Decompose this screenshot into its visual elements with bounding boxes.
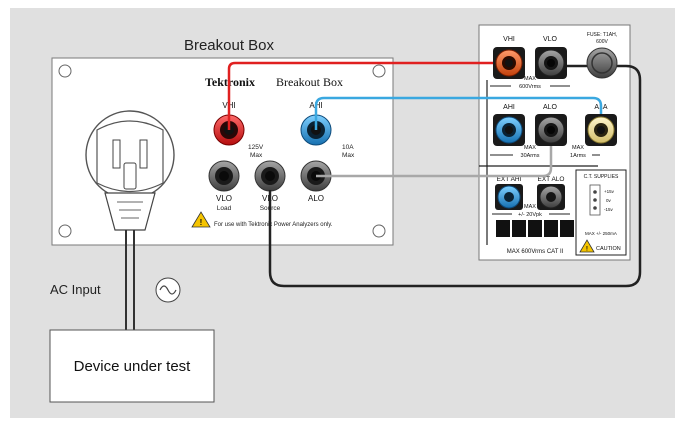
mounting-screw-icon	[372, 64, 386, 78]
analyzer-vlo-label: VLO	[543, 36, 558, 43]
ext-alo-label: EXT ALO	[538, 176, 565, 183]
ct-max-label: MAX +/- 250mA	[585, 231, 617, 236]
alo-label: ALO	[308, 194, 324, 203]
warning-icon	[191, 211, 211, 228]
ct-pin-zero-label: 0v	[606, 198, 612, 203]
vlo-load-sub-label: Load	[217, 205, 232, 212]
power-plug-icon	[104, 192, 156, 330]
ext-max-label: MAX	[524, 204, 536, 210]
blue-wire	[314, 96, 603, 130]
current-1a-value-label: 1Arms	[570, 153, 586, 159]
ext-max-value-label: +/- 20Vpk	[518, 212, 542, 218]
ct-supplies-box	[575, 169, 627, 256]
vlo-load-label: VLO	[216, 194, 232, 203]
ext-ahi-label: EXT AHI	[497, 176, 522, 183]
cat-rating-label: MAX 600Vrms CAT II	[507, 249, 564, 255]
ct-pin-minus-label: -15v	[604, 207, 614, 212]
device-under-test-label: Device under test	[74, 358, 192, 375]
ct-supplies-title: C.T. SUPPLIES	[584, 174, 619, 180]
panel-title: Breakout Box	[276, 75, 343, 89]
ct-pin-plus-label: +15v	[604, 189, 615, 194]
analyzer-ahi-jack[interactable]	[493, 114, 525, 146]
svg-text:!: !	[200, 218, 203, 227]
ac-sine-icon	[155, 277, 181, 303]
current-30a-max-label: MAX	[524, 145, 536, 151]
red-wire	[227, 61, 509, 130]
mounting-screw-icon	[58, 64, 72, 78]
vlo-source-jack[interactable]	[254, 160, 286, 192]
ext-ahi-jack[interactable]	[495, 184, 523, 210]
current-1a-max-label: MAX	[572, 145, 584, 151]
ext-alo-jack[interactable]	[537, 184, 565, 210]
vlo-load-jack[interactable]	[208, 160, 240, 192]
current-rating-max-label: Max	[342, 152, 355, 159]
fuse-label: FUSE: T1AH,	[587, 32, 617, 38]
terminal-block	[496, 220, 574, 237]
ac-input-label: AC Input	[50, 282, 101, 297]
analyzer-alo-jack[interactable]	[535, 114, 567, 146]
fuse-rating-label: 600V	[596, 39, 608, 45]
analyzer-a1a-jack[interactable]	[585, 114, 617, 146]
voltage-max-value-label: 600Vrms	[519, 84, 541, 90]
analyzer-vlo-jack[interactable]	[535, 47, 567, 79]
voltage-rating-label: 125V	[248, 144, 264, 151]
caution-label: CAUTION	[596, 246, 621, 252]
analyzer-ahi-label: AHI	[503, 104, 515, 111]
breakout-box-title: Breakout Box	[184, 37, 275, 54]
warning-text: For use with Tektronix Power Analyzers o…	[214, 222, 333, 228]
device-under-test-box	[49, 329, 215, 403]
current-30a-value-label: 30Arms	[521, 153, 540, 159]
analyzer-vhi-jack[interactable]	[493, 47, 525, 79]
svg-text:!: !	[586, 246, 588, 253]
gray-wire	[316, 130, 553, 178]
current-rating-label: 10A	[342, 144, 354, 151]
voltage-rating-max-label: Max	[250, 152, 263, 159]
mounting-screw-icon	[58, 224, 72, 238]
analyzer-vhi-label: VHI	[503, 36, 515, 43]
caution-icon	[579, 239, 595, 253]
voltage-max-label: MAX	[524, 76, 536, 82]
mounting-screw-icon	[372, 224, 386, 238]
black-wire	[268, 64, 642, 288]
fuse-holder[interactable]	[586, 47, 618, 79]
power-outlet-icon	[85, 110, 175, 200]
analyzer-alo-label: ALO	[543, 104, 558, 111]
